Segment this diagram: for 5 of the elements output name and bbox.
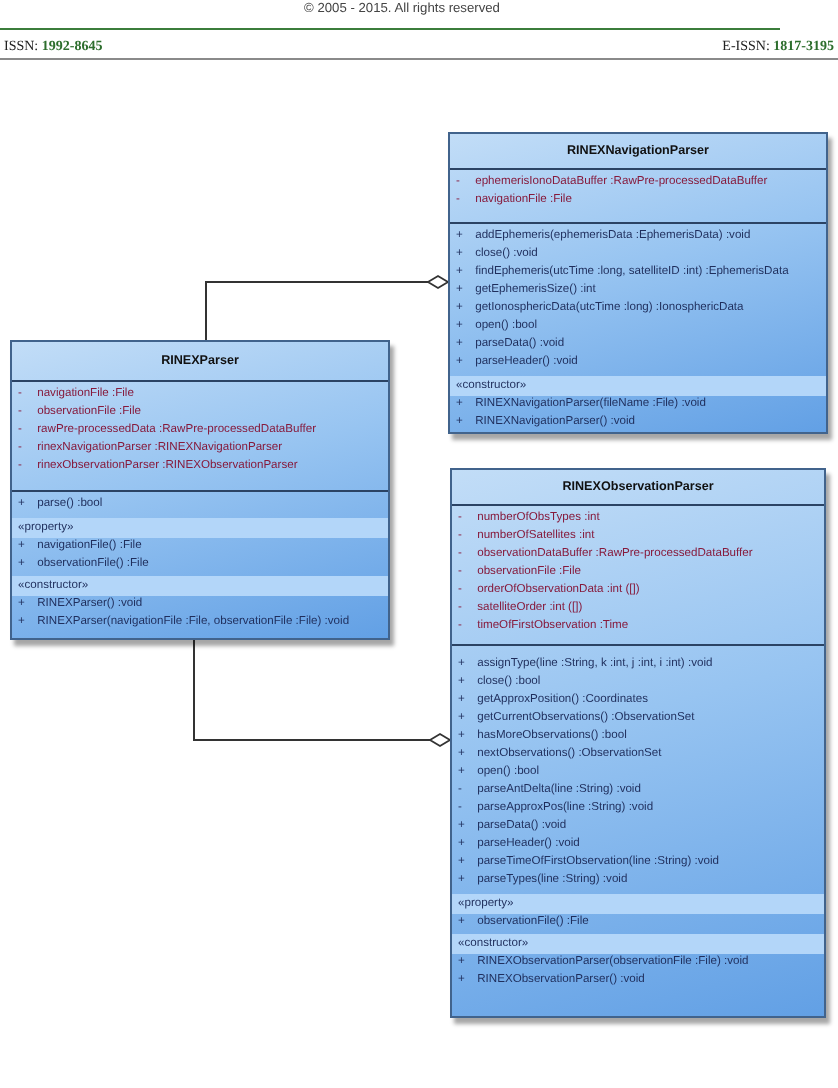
aggregation-connector <box>205 275 449 341</box>
aggregation-connector <box>193 639 451 747</box>
class-box <box>10 340 390 640</box>
class-box <box>450 468 826 1018</box>
class-box <box>448 132 828 434</box>
